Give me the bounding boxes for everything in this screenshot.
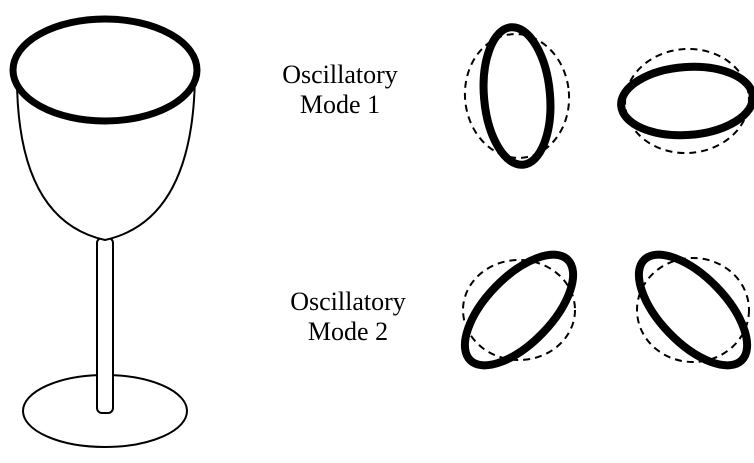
mode-1-label-line-2: Mode 1: [250, 90, 430, 120]
glass-rim: [13, 19, 197, 121]
rest-circle: [622, 45, 753, 157]
deformed-ellipse: [619, 62, 754, 139]
deformed-ellipse: [478, 24, 556, 167]
mode-2-shape-tilted-right: [447, 237, 592, 384]
mode-1-label-line-1: Oscillatory: [250, 60, 430, 90]
mode-2-label-line-1: Oscillatory: [258, 287, 438, 317]
mode-2-label: Oscillatory Mode 2: [258, 287, 438, 347]
mode-2-shape-tilted-left: [621, 237, 754, 384]
deformed-ellipse: [447, 237, 592, 384]
glass-stem: [97, 238, 113, 413]
mode-1-shape-horizontal: [619, 45, 754, 157]
mode-1-label: Oscillatory Mode 1: [250, 60, 430, 120]
wine-glass: [13, 19, 197, 447]
mode-1-shape-vertical: [460, 24, 574, 167]
mode-2-label-line-2: Mode 2: [258, 317, 438, 347]
rest-circle: [460, 30, 574, 163]
